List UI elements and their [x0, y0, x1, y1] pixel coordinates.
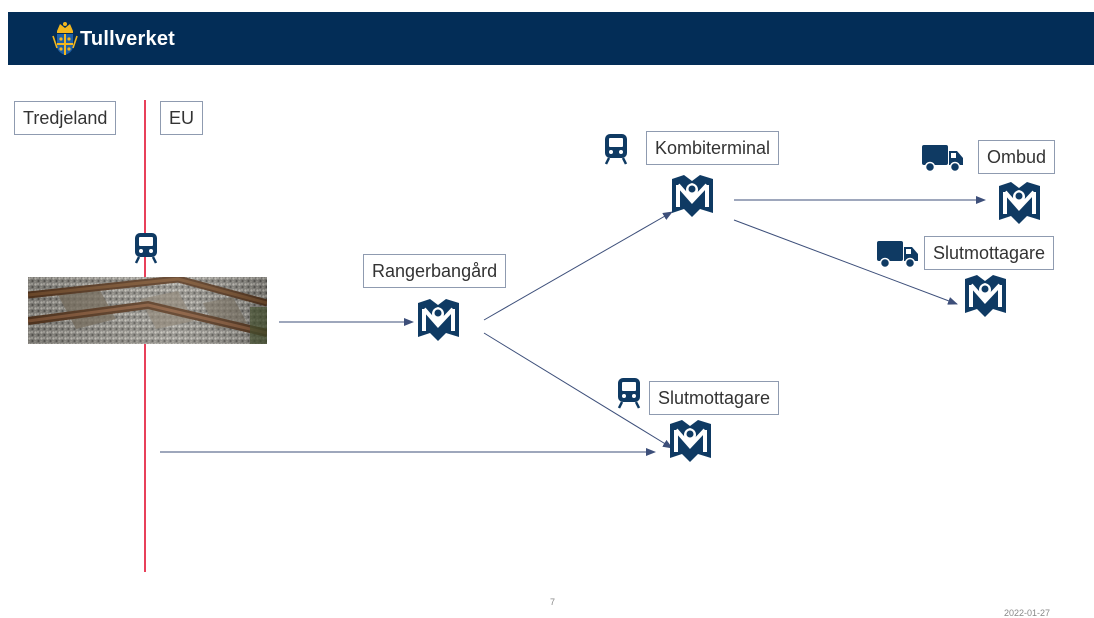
location-map-icon: [965, 275, 1006, 317]
location-map-icon: [672, 175, 713, 217]
header-bar: Tullverket: [8, 12, 1094, 65]
location-map-icon: [999, 182, 1040, 224]
arrow-marshalling-to-combi-terminal: [483, 211, 673, 321]
railway-track-photo: [28, 277, 267, 344]
combi-terminal-label: Kombiterminal: [646, 131, 780, 165]
agent-label: Ombud: [978, 140, 1056, 174]
arrow-combi-to-recipient-truck: [733, 219, 958, 305]
eu-label: EU: [160, 101, 204, 135]
final-recipient-truck-label: Slutmottagare: [924, 236, 1055, 270]
location-map-icon: [670, 420, 711, 462]
train-icon: [604, 134, 628, 165]
marshalling-yard-label: Rangerbangård: [363, 254, 507, 288]
train-icon: [134, 233, 158, 264]
truck-icon: [922, 145, 963, 173]
truck-icon: [877, 241, 918, 269]
page-number: 7: [550, 597, 556, 607]
train-icon: [617, 378, 641, 409]
third-country-label: Tredjeland: [14, 101, 117, 135]
location-map-icon: [418, 299, 459, 341]
brand-name: Tullverket: [80, 28, 175, 50]
arrow-marshalling-to-recipient-rail: [483, 332, 673, 449]
tullverket-crest-icon: [52, 22, 78, 55]
slide-date: 2022-01-27: [1004, 608, 1051, 618]
final-recipient-rail-label: Slutmottagare: [649, 381, 780, 415]
